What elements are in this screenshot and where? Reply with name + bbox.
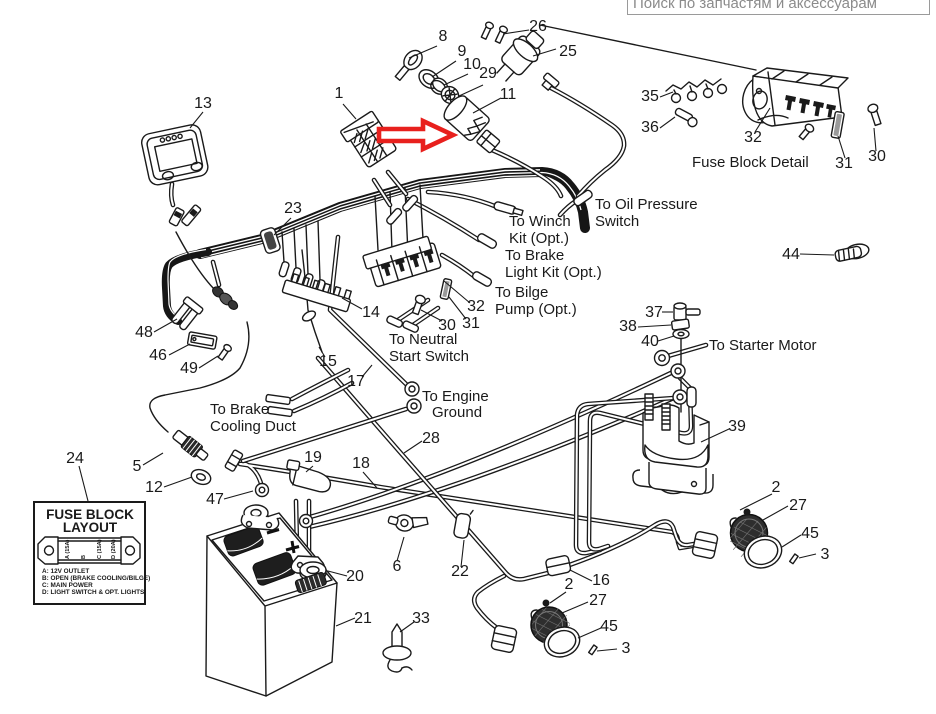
svg-text:45: 45 [600,618,618,635]
svg-text:8: 8 [439,28,448,45]
svg-text:11: 11 [500,86,517,103]
svg-text:To Brake: To Brake [505,247,564,264]
svg-text:27: 27 [789,497,807,514]
svg-text:Light Kit (Opt.): Light Kit (Opt.) [505,264,602,281]
svg-text:28: 28 [422,430,440,447]
svg-text:C: MAIN POWER: C: MAIN POWER [42,582,93,589]
svg-text:To Brake: To Brake [210,401,269,418]
svg-text:Kit (Opt.): Kit (Opt.) [509,230,569,247]
svg-text:Cooling Duct: Cooling Duct [210,418,297,435]
svg-text:15: 15 [319,353,337,370]
svg-text:40: 40 [641,333,659,350]
svg-text:30: 30 [438,317,456,334]
svg-text:Start Switch: Start Switch [389,348,469,365]
svg-text:3: 3 [622,640,631,657]
svg-text:16: 16 [592,572,610,589]
svg-text:Pump (Opt.): Pump (Opt.) [495,301,577,318]
svg-text:33: 33 [412,610,430,627]
svg-text:49: 49 [180,360,198,377]
svg-text:To Oil Pressure: To Oil Pressure [595,196,698,213]
svg-text:To Neutral: To Neutral [389,331,457,348]
svg-text:6: 6 [393,558,402,575]
svg-text:30: 30 [868,148,886,165]
svg-text:A (15A): A (15A) [65,539,71,559]
svg-text:To Bilge: To Bilge [495,284,548,301]
svg-text:To Winch: To Winch [509,213,571,230]
svg-text:Switch: Switch [595,213,639,230]
svg-text:C (15A): C (15A) [97,539,103,559]
svg-text:31: 31 [462,315,480,332]
svg-text:1: 1 [335,85,344,102]
svg-text:35: 35 [641,88,659,105]
svg-text:47: 47 [206,491,224,508]
svg-text:B: B [81,555,87,559]
svg-text:To Engine: To Engine [422,388,489,405]
svg-text:3: 3 [821,546,830,563]
svg-text:18: 18 [352,455,370,472]
svg-text:38: 38 [619,318,637,335]
svg-text:9: 9 [458,43,467,60]
svg-text:12: 12 [145,479,163,496]
svg-text:D: LIGHT SWITCH & OPT. LIGHTS: D: LIGHT SWITCH & OPT. LIGHTS [42,589,145,596]
svg-text:10: 10 [463,56,481,73]
svg-text:14: 14 [362,304,380,321]
svg-text:32: 32 [744,129,762,146]
svg-text:13: 13 [194,95,212,112]
svg-text:31: 31 [835,155,853,172]
svg-text:A: 12V OUTLET: A: 12V OUTLET [42,568,89,575]
svg-text:Ground: Ground [432,404,482,421]
svg-text:39: 39 [728,418,746,435]
svg-text:21: 21 [354,610,372,627]
svg-text:23: 23 [284,200,302,217]
svg-text:27: 27 [589,592,607,609]
svg-text:17: 17 [347,373,365,390]
svg-text:29: 29 [479,65,497,82]
svg-text:36: 36 [641,119,659,136]
svg-text:To Starter Motor: To Starter Motor [709,337,817,354]
svg-text:45: 45 [801,525,819,542]
svg-text:FUSE BLOCK: FUSE BLOCK [46,507,134,522]
svg-text:19: 19 [304,449,322,466]
svg-text:LAYOUT: LAYOUT [63,520,118,535]
svg-text:B: OPEN (BRAKE COOLING/BILGE): B: OPEN (BRAKE COOLING/BILGE) [42,575,150,582]
svg-text:26: 26 [529,18,547,35]
svg-text:48: 48 [135,324,153,341]
svg-text:Fuse Block Detail: Fuse Block Detail [692,154,809,171]
svg-text:2: 2 [772,479,781,496]
svg-text:22: 22 [451,563,469,580]
svg-text:25: 25 [559,43,577,60]
svg-text:24: 24 [66,450,84,467]
svg-text:37: 37 [645,304,663,321]
svg-text:20: 20 [346,568,364,585]
svg-text:32: 32 [467,298,485,315]
svg-text:44: 44 [782,246,800,263]
svg-text:2: 2 [565,576,574,593]
svg-text:5: 5 [133,458,142,475]
svg-text:46: 46 [149,347,167,364]
svg-text:D (20A): D (20A) [111,539,117,559]
